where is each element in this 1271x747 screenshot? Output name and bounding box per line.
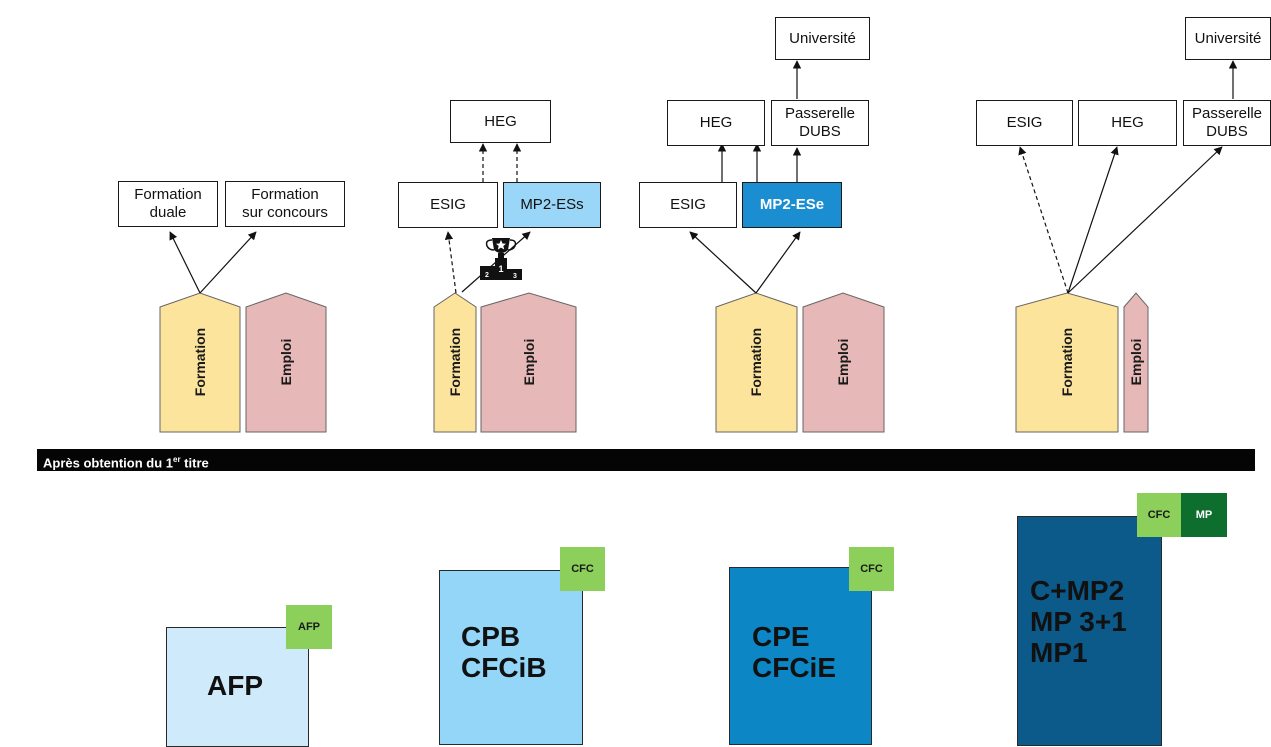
pillar-emploi-afp xyxy=(245,292,327,433)
box-passerelle-cpe: Passerelle DUBS xyxy=(771,100,869,146)
box-esig-cmp: ESIG xyxy=(976,100,1073,146)
arrow-to-formation-concours xyxy=(199,231,257,294)
box-universite-cpe: Université xyxy=(775,17,870,60)
trophy-rank-1: 1 xyxy=(498,264,503,274)
box-mp2-ese: MP2-ESe xyxy=(742,182,842,228)
box-esig-cpe: ESIG xyxy=(639,182,737,228)
banner-text-suffix: titre xyxy=(180,455,209,471)
box-formation-duale: Formation duale xyxy=(118,181,218,227)
box-mp2-ess: MP2-ESs xyxy=(503,182,601,228)
pillar-formation-cmp xyxy=(1015,292,1119,433)
trophy-rank-3: 3 xyxy=(513,273,517,280)
pillar-formation-cpb xyxy=(433,292,477,433)
trophy-rank-2: 2 xyxy=(485,272,489,279)
box-universite-cmp: Université xyxy=(1185,17,1271,60)
badge-cfc-cmp: CFC xyxy=(1137,493,1181,537)
pillar-label-emploi-cpe: Emploi xyxy=(835,338,851,386)
box-heg-cmp: HEG xyxy=(1078,100,1177,146)
certificate-label-cpb: CPB CFCiB xyxy=(461,621,547,683)
arrow-to-mp2-ese xyxy=(755,231,801,294)
certificate-label-cmp: C+MP2 MP 3+1 MP1 xyxy=(1030,575,1127,668)
certificate-label-cpe: CPE CFCiE xyxy=(752,621,836,683)
pillar-emploi-cmp xyxy=(1123,292,1149,433)
arrow-to-heg-cmp xyxy=(1067,146,1119,294)
pillar-emploi-cpe xyxy=(802,292,885,433)
pillar-formation-afp xyxy=(159,292,241,433)
pillar-label-emploi-cmp: Emploi xyxy=(1128,338,1144,386)
box-heg-cpe: HEG xyxy=(667,100,765,146)
pillar-label-formation-cmp: Formation xyxy=(1059,327,1075,397)
certificate-cmp xyxy=(1017,516,1162,746)
box-passerelle-cmp: Passerelle DUBS xyxy=(1183,100,1271,146)
certificate-cpe xyxy=(729,567,872,745)
arrow-to-esig-cpe xyxy=(689,231,757,294)
banner-text: Après obtention du 1er titre xyxy=(43,452,209,471)
trophy-podium-icon: 1 2 3 xyxy=(480,238,522,280)
pillar-label-formation-cpb: Formation xyxy=(447,327,463,397)
pillar-formation-cpe xyxy=(715,292,798,433)
pillar-label-emploi-afp: Emploi xyxy=(278,338,294,386)
banner-text-main: Après obtention du 1 xyxy=(43,455,173,471)
arrow-dashed-to-esig xyxy=(444,231,457,294)
box-formation-concours: Formation sur concours xyxy=(225,181,345,227)
certificate-label-afp: AFP xyxy=(207,670,263,701)
arrow-dashed-to-esig-cmp xyxy=(1018,146,1069,294)
pillar-emploi-cpb xyxy=(480,292,577,433)
certificate-cpb xyxy=(439,570,583,745)
banner-after-first-title: Après obtention du 1er titre xyxy=(37,449,1255,471)
pillar-label-emploi-cpb: Emploi xyxy=(521,338,537,386)
badge-afp: AFP xyxy=(286,605,332,649)
banner-superscript: er xyxy=(173,455,181,464)
certificate-afp xyxy=(166,627,309,747)
box-esig-cpb: ESIG xyxy=(398,182,498,228)
pillar-label-formation-cpe: Formation xyxy=(748,327,764,397)
badge-mp-cmp: MP xyxy=(1181,493,1227,537)
box-heg-cpb: HEG xyxy=(450,100,551,143)
pillar-label-formation-afp: Formation xyxy=(192,327,208,397)
badge-cfc-cpe: CFC xyxy=(849,547,894,591)
badge-cfc-cpb: CFC xyxy=(560,547,605,591)
arrow-to-formation-duale xyxy=(169,231,201,294)
arrow-to-passerelle-cmp xyxy=(1067,146,1223,294)
